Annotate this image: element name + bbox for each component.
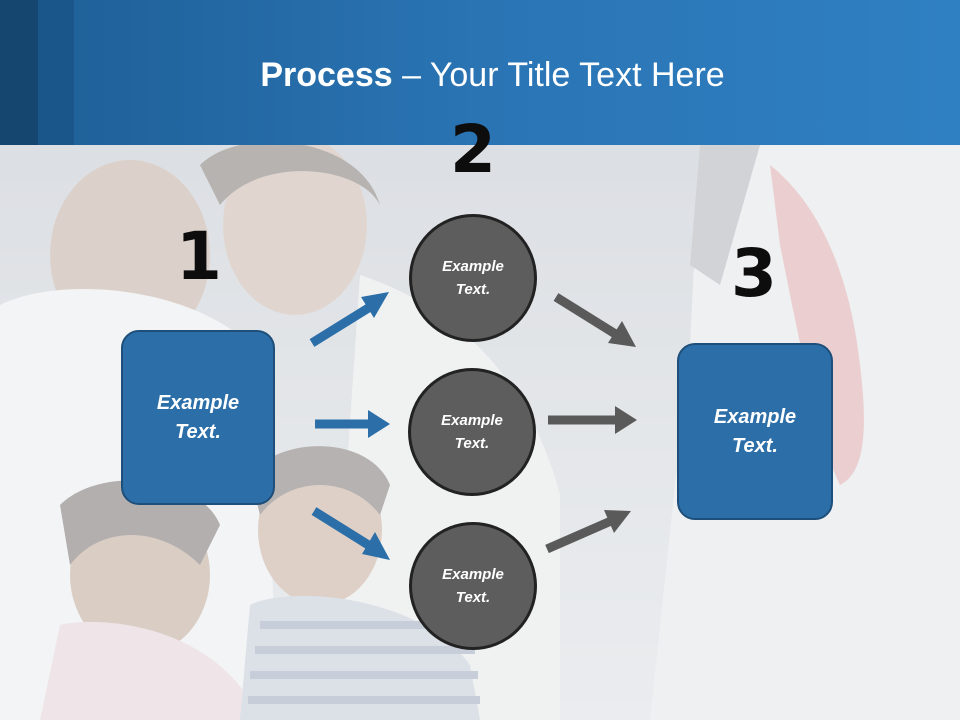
title-rest: – Your Title Text Here [392, 56, 725, 94]
box-start-line2: Text. [175, 420, 221, 443]
slide-title: Process – Your Title Text Here [0, 55, 960, 95]
box-end: Example Text. [677, 343, 833, 520]
box-end-line1: Example [713, 405, 797, 428]
circle-top-line1: Example [442, 258, 504, 275]
arrow-to-circle-bottom-icon [311, 507, 390, 560]
circle-bottom: Example Text. [409, 522, 537, 650]
circle-bottom-line2: Text. [455, 589, 491, 606]
box-start-line1: Example [156, 391, 240, 414]
circle-middle-line1: Example [441, 412, 503, 429]
banner-accent-mid [38, 0, 74, 145]
banner-accent-dark [0, 0, 38, 145]
title-banner [0, 0, 960, 145]
circle-top-line2: Text. [455, 281, 491, 298]
arrow-to-circle-middle-icon [315, 410, 390, 438]
arrow-from-circle-top-icon [553, 293, 636, 347]
circle-middle: Example Text. [408, 368, 536, 496]
arrow-to-circle-top-icon [309, 292, 389, 347]
title-bold: Process [260, 56, 393, 94]
box-end-line2: Text. [732, 434, 778, 457]
arrow-from-circle-middle-icon [548, 406, 637, 434]
circle-top: Example Text. [409, 214, 537, 342]
arrow-from-circle-bottom-icon [545, 510, 631, 554]
box-start: Example Text. [121, 330, 275, 505]
step-number-3: 3 [731, 235, 777, 312]
circle-middle-line2: Text. [454, 435, 490, 452]
circle-bottom-line1: Example [442, 566, 504, 583]
step-number-2: 2 [450, 111, 496, 188]
step-number-1: 1 [176, 218, 222, 295]
